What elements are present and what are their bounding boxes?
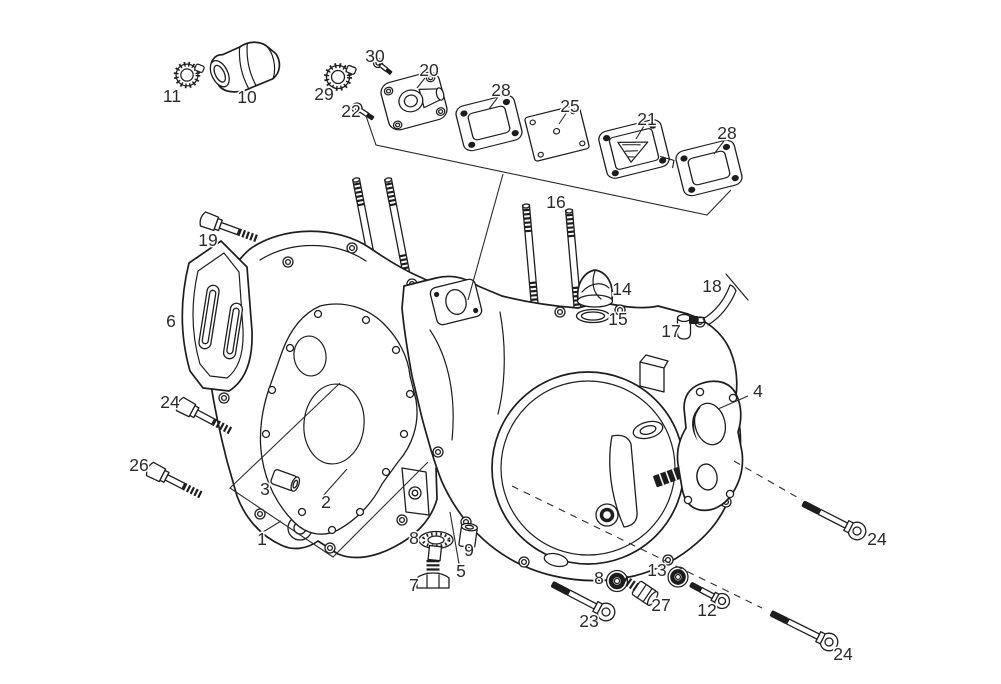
part-label-25: 25 <box>560 96 579 116</box>
leader-line-4 <box>717 395 749 410</box>
leader-lines-layer <box>229 77 803 609</box>
leader-line-1 <box>262 520 282 533</box>
part-label-2: 2 <box>321 492 331 512</box>
mount-plate-6 <box>181 240 253 392</box>
part-label-26: 26 <box>129 455 148 475</box>
part-label-22: 22 <box>341 101 360 121</box>
part-label-5: 5 <box>456 561 466 581</box>
hose-18 <box>702 273 749 326</box>
leader-line-2 <box>322 468 348 497</box>
part-label-24a: 24 <box>160 392 180 412</box>
part-label-9: 9 <box>464 540 474 560</box>
bolt-26 <box>145 461 205 501</box>
intake-port-flange <box>429 278 483 326</box>
drain-plug-7 <box>416 544 450 589</box>
bolt-24-lower-right <box>769 610 839 652</box>
end-flange-4 <box>676 380 744 512</box>
part-label-11: 11 <box>163 86 181 106</box>
bolt-24-upper-right <box>801 500 867 541</box>
part-label-28b: 28 <box>717 123 736 143</box>
part-label-8b: 8 <box>594 568 604 588</box>
part-label-4: 4 <box>753 381 763 401</box>
part-label-24c: 24 <box>833 644 853 664</box>
gasket-28-right <box>673 137 745 199</box>
part-label-1: 1 <box>257 529 267 549</box>
center-gasket-2 <box>259 303 418 535</box>
valve-plate-25 <box>524 104 590 162</box>
spacer-9 <box>458 522 478 549</box>
elbow-fitting-17 <box>676 313 705 340</box>
gasket-28-left <box>453 92 525 154</box>
leader-line-5 <box>449 511 460 565</box>
part-label-18: 18 <box>702 276 721 296</box>
leader-line-25 <box>558 111 568 125</box>
part-label-6: 6 <box>166 311 176 331</box>
part-label-15: 15 <box>608 309 627 329</box>
part-label-21: 21 <box>637 109 656 129</box>
reed-valve-21 <box>598 119 675 179</box>
seal-ring-8-left <box>418 530 454 550</box>
part-label-7: 7 <box>409 575 419 595</box>
stud-16-icon <box>523 204 539 311</box>
bolt-12 <box>689 582 731 610</box>
bolt-22 <box>351 102 375 121</box>
clutch-cover <box>491 371 685 568</box>
bolt-30 <box>372 57 393 75</box>
part-label-23: 23 <box>579 611 598 631</box>
leader-line-28b <box>713 140 725 155</box>
part-label-3: 3 <box>260 479 270 499</box>
bolt-axis-upper <box>733 460 803 501</box>
part-label-16: 16 <box>546 192 565 212</box>
brand-stamp <box>653 466 683 488</box>
part-label-12: 12 <box>697 600 716 620</box>
part-label-8a: 8 <box>409 528 419 548</box>
bolt-23 <box>551 581 616 622</box>
part-label-17: 17 <box>661 321 680 341</box>
reed-group-bracket <box>365 115 732 216</box>
leader-line-21 <box>635 125 645 140</box>
leader-line-28a <box>488 96 499 110</box>
washer-13 <box>668 567 688 587</box>
part-label-29: 29 <box>314 84 333 104</box>
part-label-10: 10 <box>237 87 257 107</box>
part-label-14: 14 <box>612 279 632 299</box>
hose-clamp-11 <box>176 64 205 86</box>
part-label-20: 20 <box>419 60 439 80</box>
intake-cover-20 <box>380 71 448 131</box>
part-label-13: 13 <box>647 560 666 580</box>
hex-plug-27 <box>621 575 659 606</box>
dowel-bush-3 <box>270 469 301 492</box>
part-label-27: 27 <box>651 595 670 615</box>
group-1-outline <box>229 382 429 558</box>
part-label-28a: 28 <box>491 80 510 100</box>
part-label-19: 19 <box>198 230 217 250</box>
intake-rubber-10 <box>209 41 281 93</box>
reed-group-pointer <box>467 173 504 301</box>
part-label-30: 30 <box>365 46 385 66</box>
o-ring-15 <box>575 308 611 324</box>
oil-filler-cap-14 <box>576 269 614 308</box>
part-label-24b: 24 <box>867 529 887 549</box>
leader-line-20 <box>416 77 426 89</box>
